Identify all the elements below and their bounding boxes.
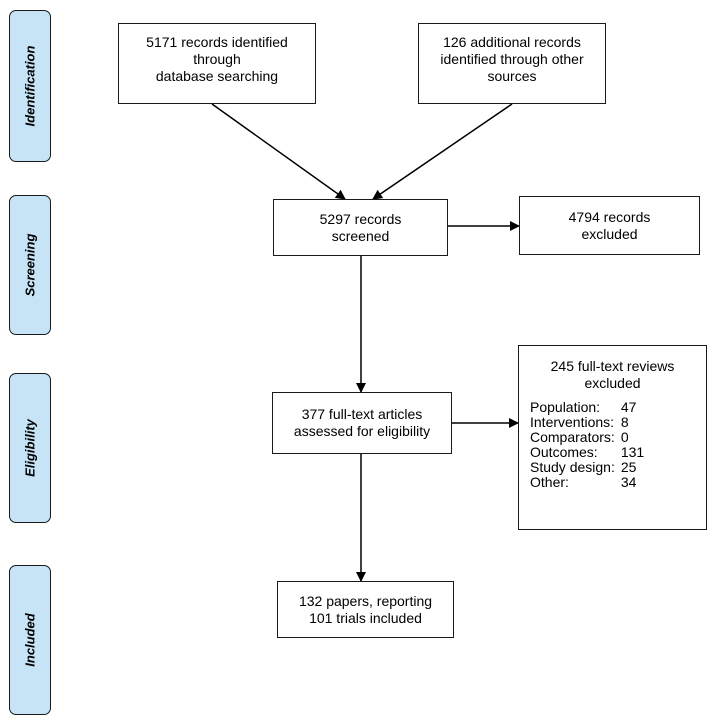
box-text-line: through [193,51,241,67]
reason-label: Comparators: [530,429,615,445]
box-text-line: 101 trials included [309,609,422,626]
reason-count: 34 [620,474,637,490]
exclusion-reasons-list: Population: 47 Interventions: 8 Comparat… [530,400,644,490]
exclusion-reason-row: Study design: 25 [530,460,644,475]
reason-count: 8 [620,414,629,430]
phase-eligibility: Eligibility [9,373,51,523]
reason-label: Interventions: [530,414,615,430]
box-text-line: sources [487,68,537,84]
phase-identification: Identification [9,10,51,162]
box-text-line: 245 full-text reviews [550,358,675,374]
reason-label: Outcomes: [530,444,598,460]
box-studies-included: 132 papers, reporting 101 trials include… [277,581,454,638]
box-text-line: database searching [155,68,279,84]
box-text-line: 5297 records [319,210,402,227]
box-fulltext-excluded: 245 full-text reviews excluded Populatio… [518,345,707,530]
box-records-screened: 5297 records screened [273,199,448,256]
reason-count: 25 [620,459,637,475]
arrow-database-to-screened [211,103,346,200]
box-text-line: 126 additional records [443,34,581,50]
box-text-line: 5171 records identified [146,34,288,50]
box-text-line: identified through other [440,51,584,67]
exclusion-reason-row: Interventions: 8 [530,415,644,430]
exclusion-reason-row: Other: 34 [530,475,644,490]
arrow-other-to-screened [372,103,513,200]
reason-count: 47 [620,399,637,415]
fulltext-excluded-heading: 245 full-text reviews excluded [519,358,706,392]
reason-label: Other: [530,474,569,490]
box-records-excluded: 4794 records excluded [519,196,700,255]
exclusion-reason-row: Comparators: 0 [530,430,644,445]
exclusion-reason-row: Outcomes: 131 [530,445,644,460]
reason-count: 0 [620,429,629,445]
box-text-line: screened [331,227,390,244]
reason-count: 131 [620,444,645,460]
phase-screening: Screening [9,195,51,335]
exclusion-reason-row: Population: 47 [530,400,644,415]
box-other-sources: 126 additional records identified throug… [418,23,606,104]
box-text-line: excluded [581,226,638,242]
phase-included: Included [9,565,51,715]
box-database-searching: 5171 records identified through database… [118,23,316,104]
box-fulltext-assessed: 377 full-text articles assessed for elig… [272,392,452,454]
box-text-line: assessed for eligibility [293,423,431,439]
box-text-line: 4794 records [568,209,651,225]
reason-label: Population: [530,399,601,415]
box-text-line: excluded [584,375,641,391]
box-text-line: 132 papers, reporting [298,592,433,609]
box-text-line: 377 full-text articles [301,406,423,422]
reason-label: Study design: [530,459,615,475]
